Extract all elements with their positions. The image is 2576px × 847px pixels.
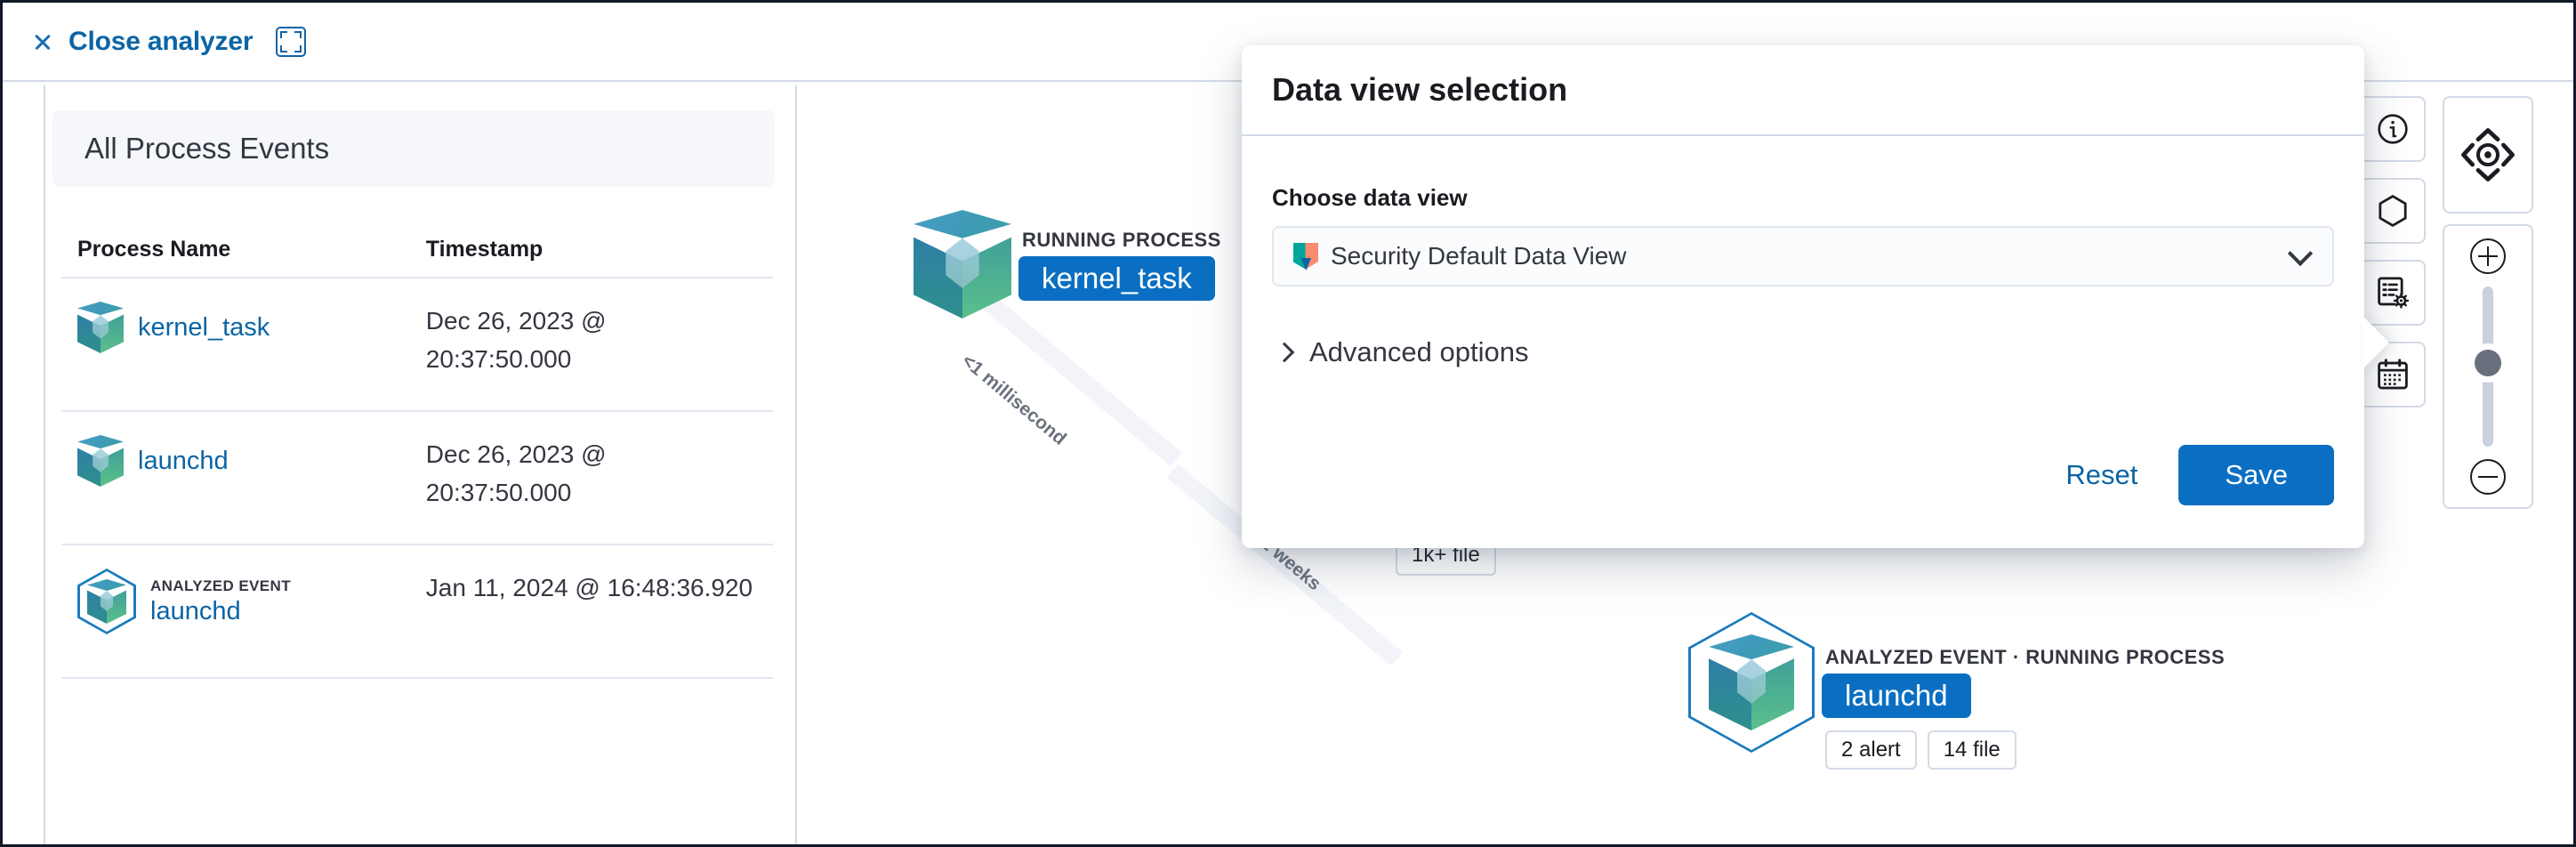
data-view-select[interactable]: Security Default Data View [1272, 226, 2334, 286]
hexagon-icon [2379, 195, 2407, 227]
cell-timestamp: Dec 26, 2023 @ 20:37:50.000 [426, 435, 757, 512]
data-view-selection-modal: Data view selection Choose data view Sec… [1242, 45, 2389, 548]
data-view-select-value: Security Default Data View [1331, 242, 1627, 270]
modal-footer: Reset Save [2048, 445, 2334, 505]
close-icon [31, 30, 54, 53]
table-row[interactable]: kernel_task Dec 26, 2023 @ 20:37:50.000 [61, 278, 773, 412]
zoom-slider[interactable] [2475, 286, 2501, 447]
analyzed-event-hexagon-icon [1688, 612, 1815, 753]
timestamp-value: Dec 26, 2023 @ 20:37:50.000 [425, 307, 607, 374]
process-cube-icon [77, 435, 124, 487]
process-cube-icon [77, 302, 124, 353]
graph-node-badges: 2 alert 14 file [1825, 730, 2225, 770]
cell-process-name: kernel_task [77, 302, 426, 353]
page-title: All Process Events [85, 132, 330, 165]
pan-control[interactable] [2443, 96, 2533, 214]
process-name-link[interactable]: launchd [150, 596, 241, 625]
zoom-in-icon[interactable] [2470, 238, 2506, 274]
cell-timestamp: Jan 11, 2024 @ 16:48:36.920 [426, 569, 757, 607]
column-header-process-name: Process Name [77, 237, 231, 262]
badge-alert-count[interactable]: 2 alert [1825, 730, 1917, 770]
modal-header: Data view selection [1242, 45, 2364, 136]
close-analyzer-label: Close analyzer [68, 27, 254, 56]
info-button[interactable] [2360, 96, 2426, 162]
schema-settings-button[interactable] [2360, 260, 2426, 326]
modal-title: Data view selection [1272, 71, 1568, 108]
close-analyzer-button[interactable]: Close analyzer [31, 27, 307, 57]
process-events-panel: All Process Events Process Name Timestam… [44, 85, 797, 844]
full-screen-icon[interactable] [276, 27, 307, 57]
process-cube-icon [914, 210, 1011, 319]
cell-process-name: launchd [77, 435, 426, 487]
process-name-link[interactable]: launchd [138, 446, 229, 475]
cell-process-name: ANALYZED EVENT launchd [77, 569, 426, 634]
graph-node-name[interactable]: kernel_task [1018, 255, 1215, 301]
elastic-security-shield-icon [1293, 243, 1318, 270]
panel-title-box: All Process Events [52, 110, 775, 187]
process-cube-icon [87, 579, 126, 624]
advanced-options-toggle[interactable]: Advanced options [1272, 336, 2334, 368]
graph-node-kind: RUNNING PROCESS [1022, 228, 1221, 251]
analyzed-event-tag: ANALYZED EVENT [150, 577, 291, 594]
popover-arrow [2363, 316, 2389, 369]
node-legend-button[interactable] [2360, 178, 2426, 244]
info-circle-icon [2378, 114, 2408, 144]
process-cube-icon [1709, 634, 1794, 730]
timestamp-value: Jan 11, 2024 @ 16:48:36.920 [425, 574, 753, 601]
analyzed-event-hexagon-icon [77, 569, 136, 634]
advanced-options-label: Advanced options [1309, 336, 1529, 367]
table-row[interactable]: ANALYZED EVENT launchd Jan 11, 2024 @ 16… [61, 545, 773, 679]
zoom-control[interactable] [2443, 224, 2533, 509]
modal-body: Choose data view Security Default Data V… [1242, 136, 2364, 368]
list-settings-icon [2378, 277, 2410, 309]
pan-control-icon [2461, 128, 2515, 182]
graph-node-name[interactable]: launchd [1822, 674, 1971, 718]
chevron-down-icon[interactable] [2287, 240, 2314, 267]
table-row[interactable]: launchd Dec 26, 2023 @ 20:37:50.000 [61, 412, 773, 545]
zoom-slider-thumb[interactable] [2475, 350, 2501, 377]
timestamp-value: Dec 26, 2023 @ 20:37:50.000 [425, 440, 607, 507]
cell-timestamp: Dec 26, 2023 @ 20:37:50.000 [426, 302, 757, 379]
badge-file-count[interactable]: 14 file [1927, 730, 2017, 770]
graph-node-kind: ANALYZED EVENT · RUNNING PROCESS [1825, 646, 2226, 668]
table-header-row: Process Name Timestamp [61, 237, 773, 278]
choose-data-view-label: Choose data view [1272, 184, 1468, 211]
process-events-table: Process Name Timestamp kernel_task Dec 2… [61, 237, 773, 679]
process-name-link[interactable]: kernel_task [138, 312, 270, 342]
chevron-right-icon [1274, 342, 1295, 363]
column-header-timestamp: Timestamp [425, 237, 543, 262]
save-button[interactable]: Save [2178, 445, 2334, 505]
zoom-out-icon[interactable] [2470, 459, 2506, 495]
graph-node-kernel-task[interactable]: RUNNING PROCESS kernel_task [914, 210, 1221, 319]
reset-button[interactable]: Reset [2048, 448, 2155, 502]
graph-node-launchd[interactable]: ANALYZED EVENT · RUNNING PROCESS launchd… [1688, 612, 2225, 770]
